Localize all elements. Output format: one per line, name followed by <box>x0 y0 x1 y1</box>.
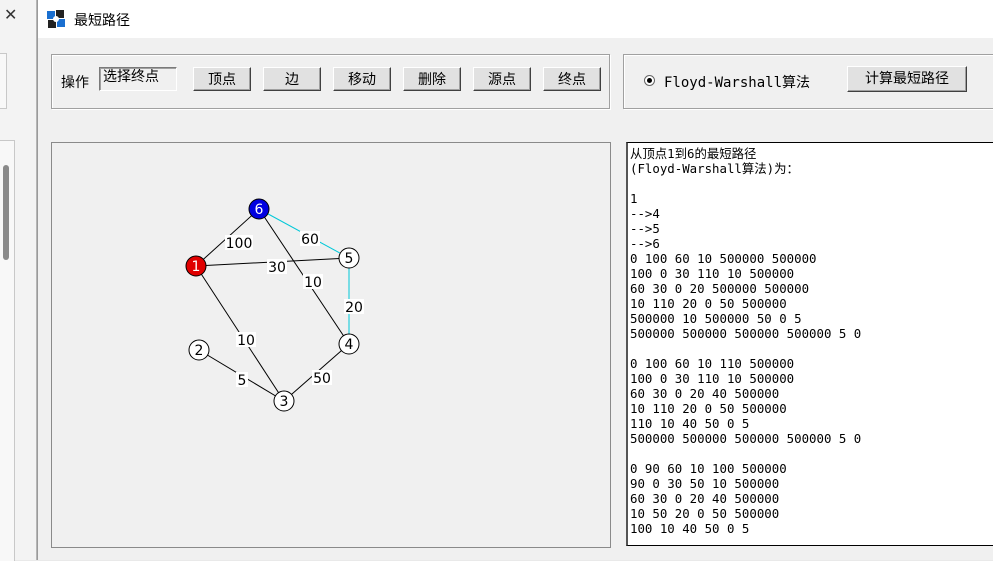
vertex-label: 6 <box>255 202 264 218</box>
edge-weight-bg <box>267 259 287 274</box>
vertex-5[interactable] <box>338 247 360 269</box>
result-line: 从顶点1到6的最短路径 <box>630 146 757 161</box>
result-line: 100 0 30 110 10 500000 <box>630 266 795 281</box>
result-line: -->6 <box>630 236 660 251</box>
edge-weight-label: 60 <box>301 232 319 248</box>
status-field: 选择终点 <box>99 67 177 91</box>
graph-svg[interactable]: 100 30 10 60 10 20 5 50 1 2 3 4 5 6 <box>52 143 610 547</box>
edge-weight-label: 5 <box>238 373 247 389</box>
graph-canvas[interactable]: 100 30 10 60 10 20 5 50 1 2 3 4 5 6 <box>51 142 611 548</box>
result-line: 110 10 40 50 0 5 <box>630 416 750 431</box>
close-icon[interactable]: ✕ <box>4 5 18 24</box>
vertex-label: 1 <box>192 259 201 275</box>
edge-weight-label: 100 <box>226 236 253 252</box>
move-button[interactable]: 移动 <box>333 67 391 91</box>
vertex-6[interactable] <box>248 198 270 220</box>
result-line: 0 100 60 10 500000 500000 <box>630 251 817 266</box>
result-line: 60 30 0 20 40 500000 <box>630 491 780 506</box>
background-window: ✕ <box>0 0 37 561</box>
floyd-radio[interactable] <box>644 75 655 86</box>
edge-weight-bg <box>303 274 323 289</box>
algorithm-group <box>623 54 993 109</box>
window-title: 最短路径 <box>74 13 130 29</box>
edge-weight-label: 20 <box>345 300 363 316</box>
edge-weight-bg <box>225 235 253 250</box>
vertex-label: 4 <box>345 337 354 353</box>
operation-label: 操作 <box>61 75 89 91</box>
edge-weight-bg <box>236 332 256 347</box>
edge-weight-bg <box>344 299 364 314</box>
edge-weight-label: 10 <box>304 275 322 291</box>
scrollbar-thumb[interactable] <box>3 165 9 260</box>
result-line: 1 <box>630 191 638 206</box>
main-window: 最短路径 操作 选择终点 顶点 边 移动 删除 源点 终点 Floyd-Wars… <box>37 0 993 560</box>
result-line: 60 30 0 20 40 500000 <box>630 386 780 401</box>
result-line: 60 30 0 20 500000 500000 <box>630 281 810 296</box>
vertex-label: 5 <box>345 251 354 267</box>
result-line: 90 0 30 50 10 500000 <box>630 476 780 491</box>
result-line: 0 90 60 10 100 500000 <box>630 461 787 476</box>
result-line: 10 110 20 0 50 500000 <box>630 401 787 416</box>
edge-weight-bg <box>312 370 332 385</box>
delete-button[interactable]: 删除 <box>403 67 461 91</box>
compute-shortest-path-button[interactable]: 计算最短路径 <box>847 66 967 92</box>
vertex-button[interactable]: 顶点 <box>193 67 251 91</box>
vertex-4[interactable] <box>338 333 360 355</box>
edge-weight-label: 50 <box>313 371 331 387</box>
edge-weight-bg <box>236 372 248 387</box>
result-line: 500000 500000 500000 500000 5 0 <box>630 326 862 341</box>
floyd-radio-label[interactable]: Floyd-Warshall算法 <box>664 75 811 91</box>
result-line: 10 50 20 0 50 500000 <box>630 506 780 521</box>
edge-weight-label: 10 <box>237 333 255 349</box>
result-line: -->4 <box>630 206 660 221</box>
result-line: 10 110 20 0 50 500000 <box>630 296 787 311</box>
result-line: 500000 10 500000 50 0 5 <box>630 311 802 326</box>
app-icon <box>47 10 65 28</box>
target-button[interactable]: 终点 <box>543 67 601 91</box>
edge-weight-bg <box>300 231 320 246</box>
result-line: (Floyd-Warshall算法)为： <box>630 161 799 176</box>
vertex-1[interactable] <box>185 255 207 277</box>
result-text: 从顶点1到6的最短路径 (Floyd-Warshall算法)为： 1 -->4 … <box>628 143 993 536</box>
vertex-label: 2 <box>195 343 204 359</box>
edge-weight-label: 30 <box>268 260 286 276</box>
vertex-2[interactable] <box>188 339 210 361</box>
operation-group <box>51 54 610 109</box>
vertex-label: 3 <box>280 394 289 410</box>
title-bar[interactable]: 最短路径 <box>38 0 993 38</box>
result-line: -->5 <box>630 221 660 236</box>
edge-button[interactable]: 边 <box>263 67 321 91</box>
result-line: 100 10 40 50 0 5 <box>630 521 750 536</box>
result-output[interactable]: 从顶点1到6的最短路径 (Floyd-Warshall算法)为： 1 -->4 … <box>626 142 993 546</box>
result-line: 0 100 60 10 110 500000 <box>630 356 795 371</box>
background-panel <box>0 53 7 109</box>
result-line: 100 0 30 110 10 500000 <box>630 371 795 386</box>
vertex-3[interactable] <box>273 390 295 412</box>
source-button[interactable]: 源点 <box>473 67 531 91</box>
result-line: 500000 500000 500000 500000 5 0 <box>630 431 862 446</box>
